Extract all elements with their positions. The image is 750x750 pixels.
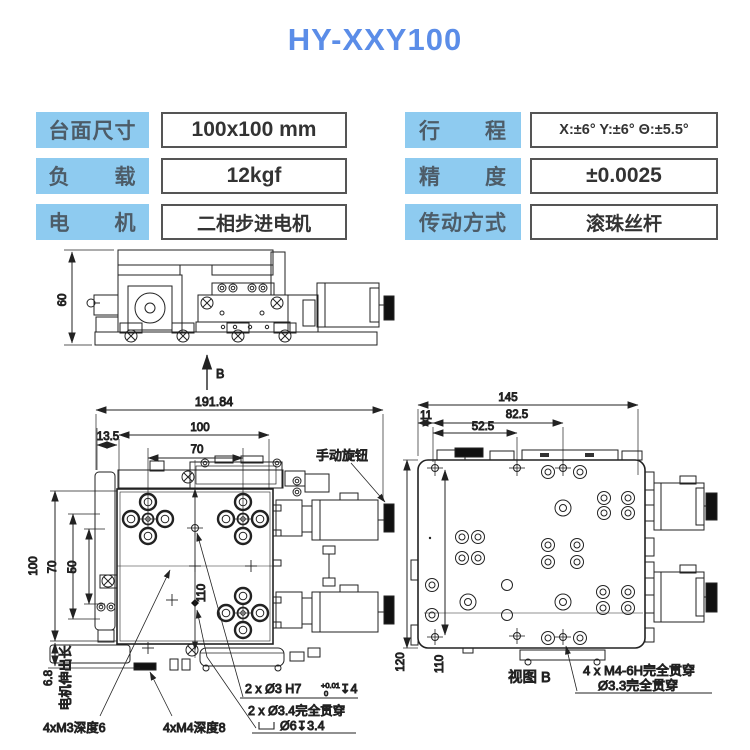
- spec-label-drive: 传动方式: [405, 204, 521, 240]
- note-pin-tol-top: +0.01: [321, 681, 340, 690]
- page-title: HY-XXY100: [287, 22, 463, 57]
- counterbore-icon: [258, 722, 275, 730]
- dim-b-mid: 82.5: [506, 409, 528, 421]
- spec-value-drive: 滚珠丝杆: [530, 204, 718, 240]
- dim-b-edge: 11: [420, 410, 432, 422]
- spec-label-motor: 电 机: [36, 204, 149, 240]
- dim-overall-width: 191.84: [195, 395, 233, 409]
- side-height-dim: 60: [57, 294, 69, 307]
- note-counterbore: Ø6↧3.4: [280, 719, 325, 733]
- view-arrow-label: B: [216, 367, 224, 381]
- dim-v70: 70: [47, 561, 59, 574]
- dim-motor-ext: 6.8: [43, 670, 55, 686]
- spec-label-table-size: 台面尺寸: [36, 112, 149, 148]
- note-pin-tol-bot: 0: [324, 689, 328, 698]
- dim-v50: 50: [67, 561, 79, 574]
- dim-hole-span: 70: [191, 444, 204, 456]
- note-through-holes: 2 x Ø3.4完全贯穿: [248, 703, 345, 718]
- dim-offset: 13.5: [97, 431, 119, 443]
- note-m3: 4xM3深度6: [43, 720, 106, 735]
- dim-b-v120: 120: [395, 652, 407, 671]
- dim-plate: 100: [190, 422, 209, 434]
- label-manual-knob: 手动旋钮: [316, 448, 368, 463]
- dim-b-v110: 110: [434, 655, 446, 673]
- label-motor-ext: 电机伸出长: [58, 645, 73, 710]
- dim-v100: 100: [28, 556, 40, 575]
- note-b-m4: 4 x M4-6H完全贯穿: [583, 663, 695, 678]
- spec-label-load: 负 载: [36, 158, 149, 194]
- note-m4: 4xM4深度8: [163, 720, 226, 735]
- spec-value-load: 12kgf: [161, 158, 347, 194]
- note-pin-depth: ↧4: [340, 682, 357, 696]
- dim-center: 110: [196, 584, 208, 602]
- spec-value-motor: 二相步进电机: [161, 204, 347, 240]
- note-pin-holes: 2 x Ø3 H7: [245, 682, 301, 696]
- spec-value-table-size: 100x100 mm: [161, 112, 347, 148]
- bottom-view: 145 11 82.5 52.5 120 110 视图 B 4 x M4-6H完…: [395, 392, 718, 694]
- view-b-label: 视图 B: [508, 669, 551, 686]
- spec-value-accuracy: ±0.0025: [530, 158, 718, 194]
- dim-b-inner: 52.5: [472, 421, 494, 433]
- technical-drawing: 60 B: [28, 249, 718, 736]
- spec-label-travel: 行 程: [405, 112, 521, 148]
- top-view: 191.84 13.5 100 70 110 100 70: [28, 395, 395, 736]
- spec-value-travel: X:±6° Y:±6° Θ:±5.5°: [530, 112, 718, 148]
- dim-b-overall: 145: [498, 392, 517, 404]
- spec-label-accuracy: 精 度: [405, 158, 521, 194]
- note-b-through: Ø3.3完全贯穿: [598, 678, 678, 693]
- side-view: 60 B: [57, 249, 395, 390]
